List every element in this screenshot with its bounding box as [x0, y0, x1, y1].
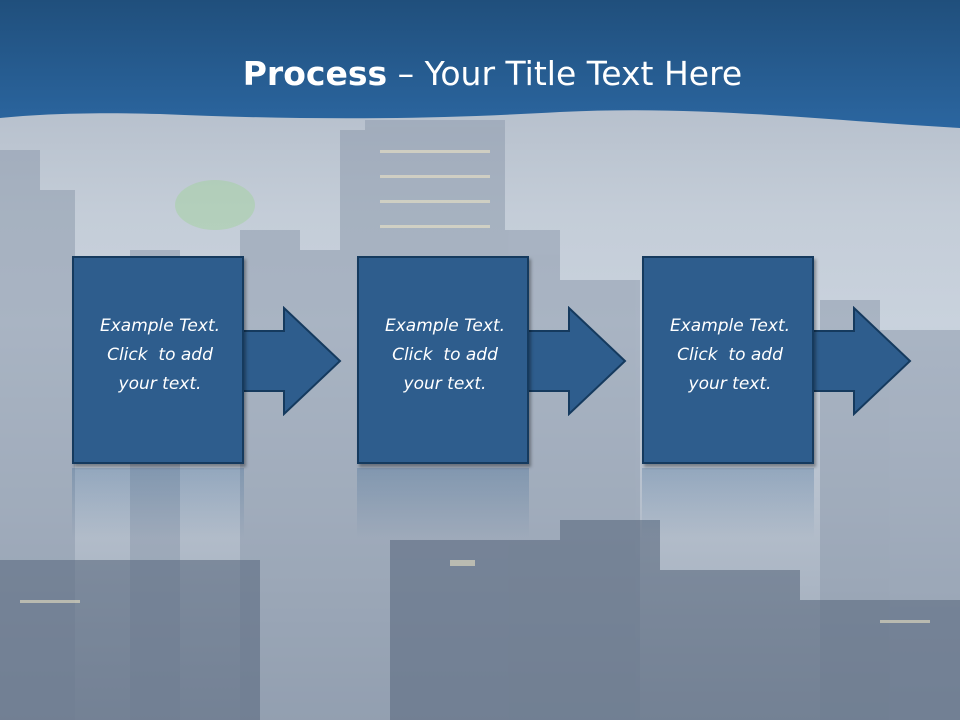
title-banner	[0, 0, 960, 128]
step-text[interactable]: Example Text. Click to add your text.	[359, 312, 531, 399]
step-text-line-1: Example Text.	[669, 316, 791, 336]
step-text-line-3: your text.	[403, 374, 487, 394]
step-text-line-2: Click to add	[677, 345, 783, 365]
step-text-line-1: Example Text.	[99, 316, 221, 336]
step-text-line-2: Click to add	[392, 345, 498, 365]
step-text-line-3: your text.	[118, 374, 202, 394]
step-text[interactable]: Example Text. Click to add your text.	[644, 312, 816, 399]
step-box[interactable]: Example Text. Click to add your text.	[642, 256, 814, 464]
process-step-2[interactable]: Example Text. Click to add your text.	[357, 256, 633, 538]
step-text-line-3: your text.	[688, 374, 772, 394]
step-reflection	[642, 468, 814, 538]
title-bold-part: Process	[242, 54, 388, 93]
step-box[interactable]: Example Text. Click to add your text.	[72, 256, 244, 464]
step-text-line-1: Example Text.	[384, 316, 506, 336]
step-text[interactable]: Example Text. Click to add your text.	[74, 312, 246, 399]
step-reflection	[72, 468, 244, 538]
process-step-1[interactable]: Example Text. Click to add your text.	[72, 256, 348, 538]
process-step-3[interactable]: Example Text. Click to add your text.	[642, 256, 918, 538]
step-text-line-2: Click to add	[107, 345, 213, 365]
step-reflection	[357, 468, 529, 538]
step-box[interactable]: Example Text. Click to add your text.	[357, 256, 529, 464]
slide-title[interactable]: Process – Your Title Text Here	[0, 52, 960, 96]
title-rest-part: – Your Title Text Here	[387, 54, 743, 93]
